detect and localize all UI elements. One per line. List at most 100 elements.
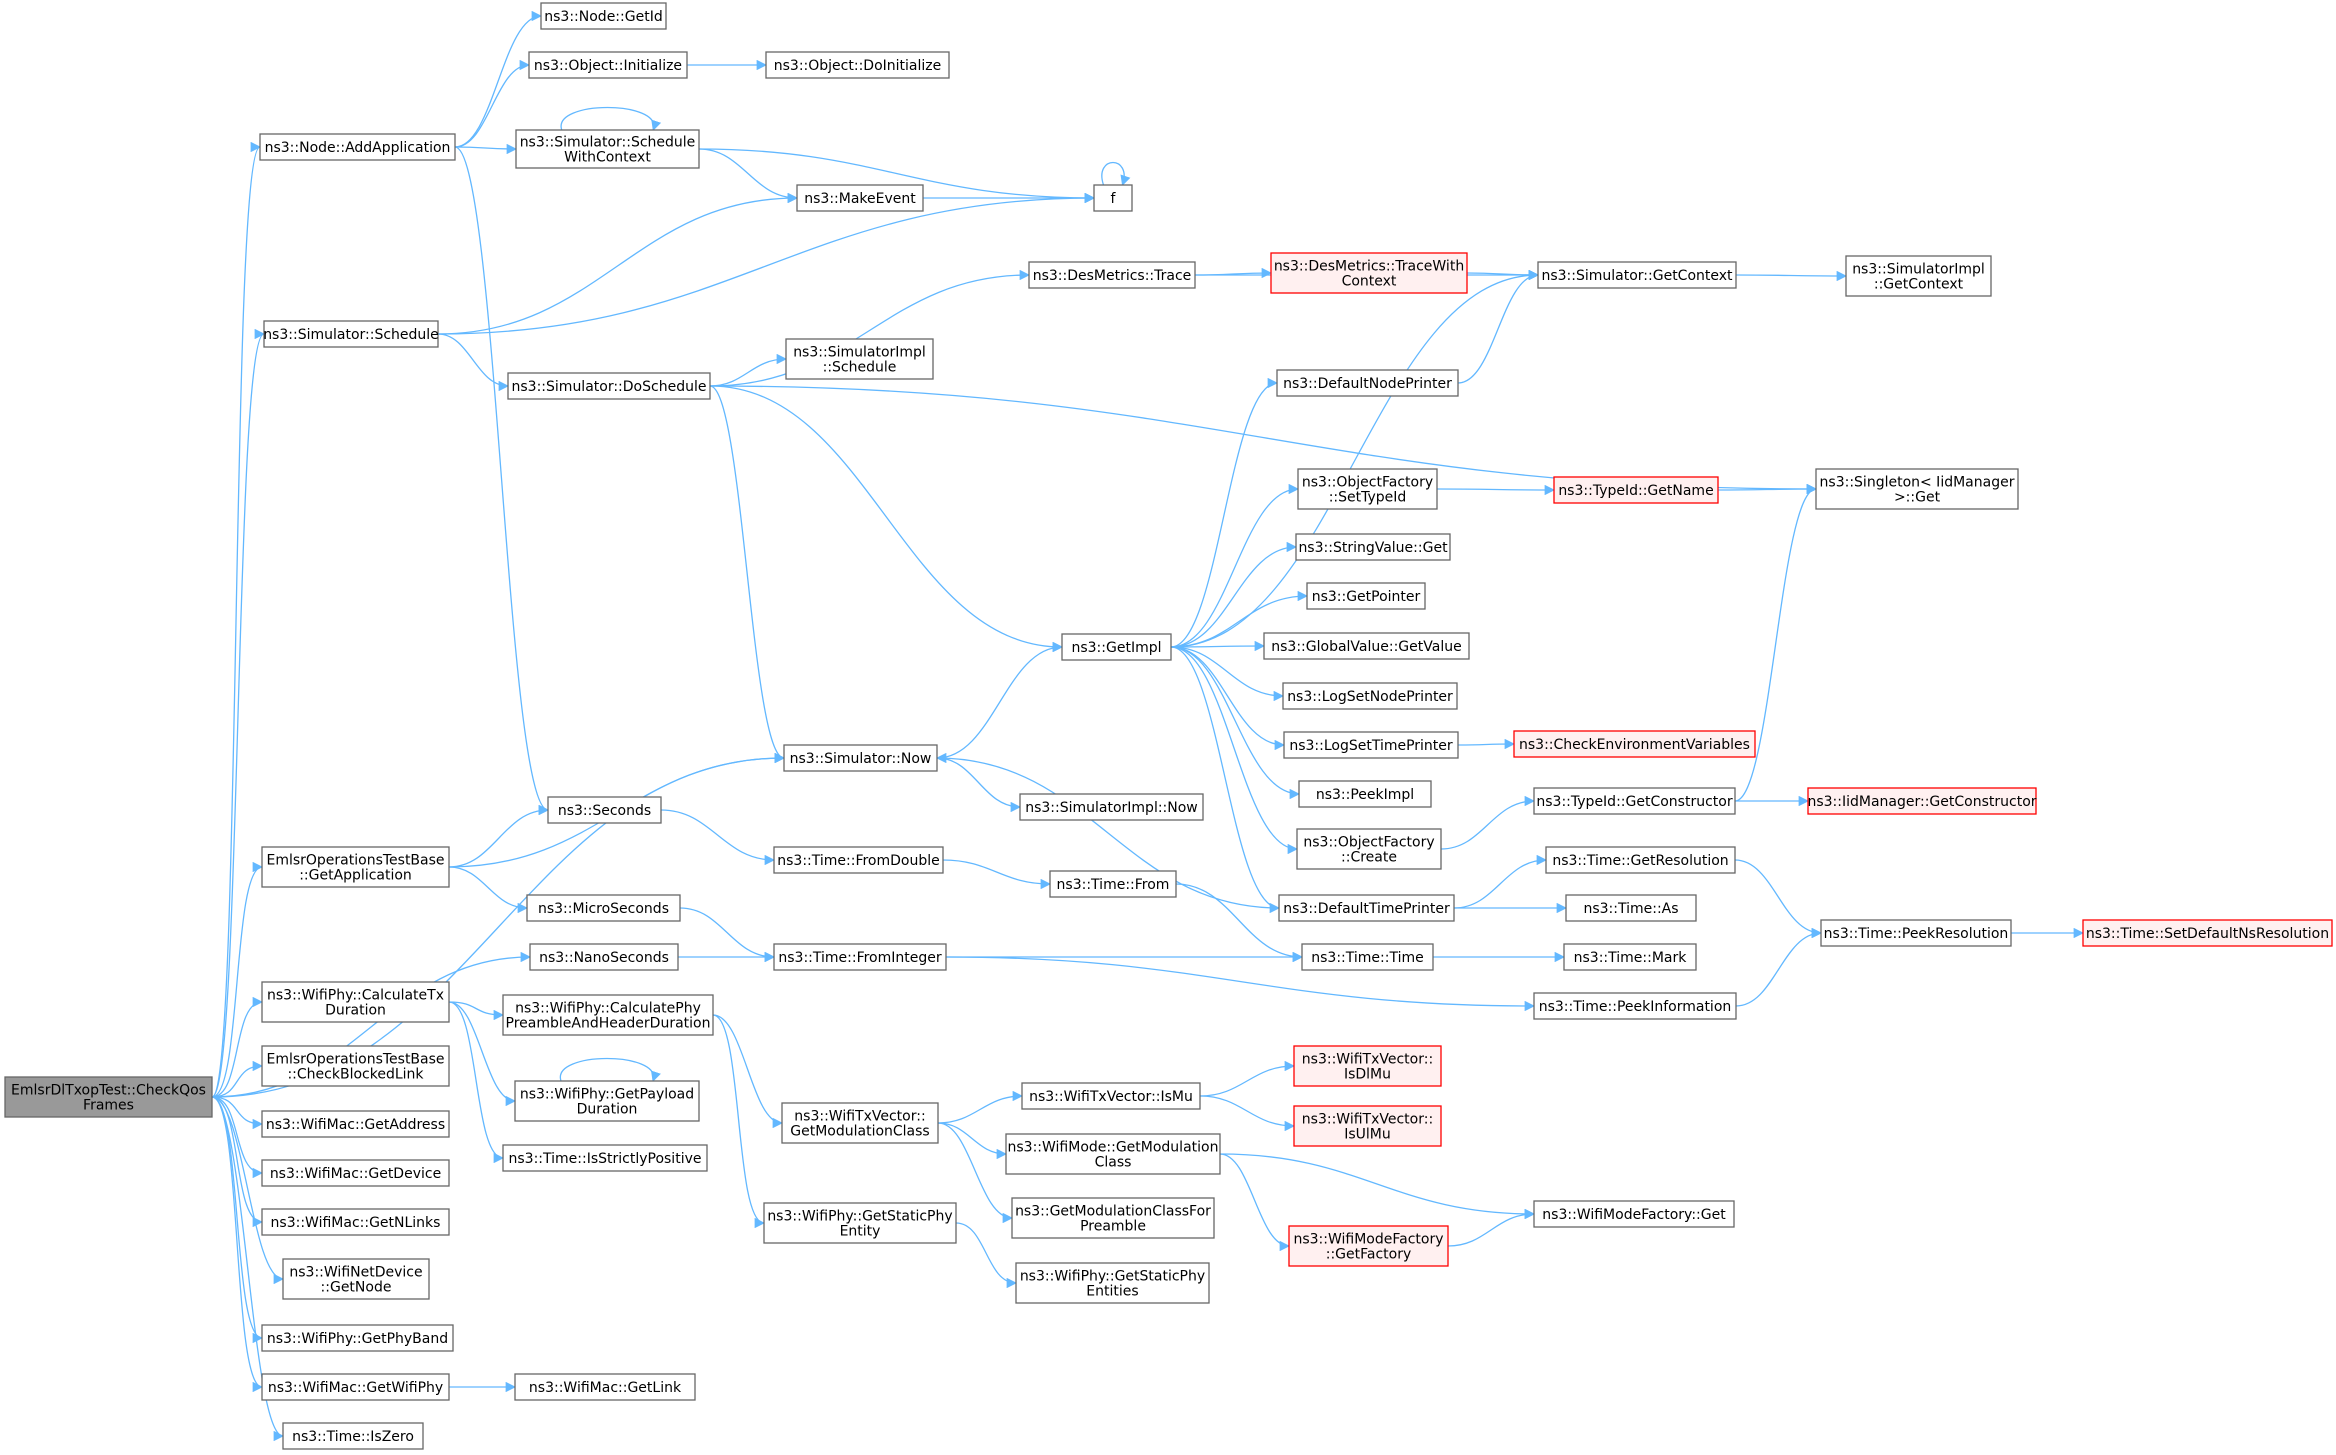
node-netdevgetnode[interactable]: ns3::WifiNetDevice::GetNode: [282, 1258, 430, 1300]
node-getmodclass-box[interactable]: [781, 1102, 939, 1144]
node-timegetres-box[interactable]: [1545, 846, 1736, 874]
node-schedwc-box[interactable]: [515, 129, 700, 169]
node-objdoinit[interactable]: ns3::Object::DoInitialize: [765, 51, 950, 79]
node-defnodeprinter-box[interactable]: [1276, 369, 1459, 397]
node-isdlmu[interactable]: ns3::WifiTxVector::IsDlMu: [1293, 1045, 1442, 1087]
node-nanoseconds[interactable]: ns3::NanoSeconds: [529, 943, 679, 971]
node-dosched-box[interactable]: [507, 372, 711, 400]
node-f[interactable]: f: [1093, 184, 1133, 212]
node-timetime-box[interactable]: [1301, 943, 1434, 971]
node-isdlmu-box[interactable]: [1293, 1045, 1442, 1087]
node-emlsrgetapp[interactable]: EmlsrOperationsTestBase::GetApplication: [261, 846, 450, 888]
node-getpayload-box[interactable]: [514, 1080, 700, 1122]
node-getnlinks[interactable]: ns3::WifiMac::GetNLinks: [261, 1208, 450, 1236]
node-getid-box[interactable]: [540, 2, 667, 30]
node-getimpl-box[interactable]: [1061, 633, 1172, 661]
node-objfactcreate-box[interactable]: [1296, 828, 1442, 870]
node-iidgetctor-box[interactable]: [1807, 787, 2037, 815]
node-checkblocked-box[interactable]: [261, 1045, 450, 1087]
node-defnodeprinter[interactable]: ns3::DefaultNodePrinter: [1276, 369, 1459, 397]
node-getdevice[interactable]: ns3::WifiMac::GetDevice: [261, 1159, 450, 1187]
node-singleton[interactable]: ns3::Singleton< IidManager>::Get: [1815, 468, 2019, 510]
node-timefrom-box[interactable]: [1049, 870, 1177, 898]
node-destrace[interactable]: ns3::DesMetrics::Trace: [1028, 261, 1196, 289]
node-objfactcreate[interactable]: ns3::ObjectFactory::Create: [1296, 828, 1442, 870]
node-getpointer[interactable]: ns3::GetPointer: [1306, 582, 1426, 610]
node-timefromdouble-box[interactable]: [773, 846, 944, 874]
node-calctxdur-box[interactable]: [261, 981, 450, 1023]
node-logsettime[interactable]: ns3::LogSetTimePrinter: [1283, 731, 1459, 759]
node-checkblocked[interactable]: EmlsrOperationsTestBase::CheckBlockedLin…: [261, 1045, 450, 1087]
node-getphyband[interactable]: ns3::WifiPhy::GetPhyBand: [261, 1324, 454, 1352]
node-objfactsettid-box[interactable]: [1297, 468, 1438, 510]
node-simgetctx-box[interactable]: [1537, 261, 1737, 289]
node-modefactget[interactable]: ns3::WifiModeFactory::Get: [1533, 1200, 1735, 1228]
node-timeas[interactable]: ns3::Time::As: [1565, 894, 1697, 922]
node-modefactget-box[interactable]: [1533, 1200, 1735, 1228]
node-setdefns[interactable]: ns3::Time::SetDefaultNsResolution: [2082, 919, 2333, 947]
node-isstrictpos[interactable]: ns3::Time::IsStrictlyPositive: [502, 1144, 708, 1172]
node-root-box[interactable]: [4, 1076, 213, 1118]
node-simimplnow[interactable]: ns3::SimulatorImpl::Now: [1019, 793, 1204, 821]
node-getphyband-box[interactable]: [261, 1324, 454, 1352]
node-singleton-box[interactable]: [1815, 468, 2019, 510]
node-calcpreamble-box[interactable]: [502, 994, 714, 1036]
node-nanoseconds-box[interactable]: [529, 943, 679, 971]
node-ismu-box[interactable]: [1021, 1082, 1201, 1110]
node-timemark[interactable]: ns3::Time::Mark: [1563, 943, 1697, 971]
node-deftimeprinter[interactable]: ns3::DefaultTimePrinter: [1278, 894, 1455, 922]
node-simnow[interactable]: ns3::Simulator::Now: [783, 744, 938, 772]
node-getwifiphy-box[interactable]: [261, 1373, 450, 1401]
node-destrace-box[interactable]: [1028, 261, 1196, 289]
node-destracewc-box[interactable]: [1270, 252, 1468, 294]
node-timegetres[interactable]: ns3::Time::GetResolution: [1545, 846, 1736, 874]
node-globvalget[interactable]: ns3::GlobalValue::GetValue: [1263, 632, 1470, 660]
node-checkenv[interactable]: ns3::CheckEnvironmentVariables: [1513, 730, 1756, 758]
node-simsched-box[interactable]: [263, 320, 439, 348]
node-getnlinks-box[interactable]: [261, 1208, 450, 1236]
node-logsettime-box[interactable]: [1283, 731, 1459, 759]
node-simimplgetctx[interactable]: ns3::SimulatorImpl::GetContext: [1845, 255, 1992, 297]
node-getmodclass[interactable]: ns3::WifiTxVector::GetModulationClass: [781, 1102, 939, 1144]
node-isulmu[interactable]: ns3::WifiTxVector::IsUlMu: [1293, 1105, 1442, 1147]
node-addapp-box[interactable]: [259, 133, 456, 161]
node-makeevent[interactable]: ns3::MakeEvent: [796, 184, 924, 212]
node-getstaticphy-box[interactable]: [763, 1202, 957, 1244]
node-objinit[interactable]: ns3::Object::Initialize: [528, 51, 688, 79]
node-makeevent-box[interactable]: [796, 184, 924, 212]
node-modegetmod-box[interactable]: [1005, 1133, 1221, 1175]
node-strvalget-box[interactable]: [1295, 533, 1451, 561]
node-addapp[interactable]: ns3::Node::AddApplication: [259, 133, 456, 161]
node-getfactory-box[interactable]: [1288, 1225, 1449, 1267]
node-tidgetctor[interactable]: ns3::TypeId::GetConstructor: [1533, 787, 1736, 815]
node-simsched[interactable]: ns3::Simulator::Schedule: [263, 320, 439, 348]
node-modegetmod[interactable]: ns3::WifiMode::GetModulationClass: [1005, 1133, 1221, 1175]
node-getfactory[interactable]: ns3::WifiModeFactory::GetFactory: [1288, 1225, 1449, 1267]
node-ismu[interactable]: ns3::WifiTxVector::IsMu: [1021, 1082, 1201, 1110]
node-getpointer-box[interactable]: [1306, 582, 1426, 610]
node-getaddr[interactable]: ns3::WifiMac::GetAddress: [261, 1110, 450, 1138]
node-getimpl[interactable]: ns3::GetImpl: [1061, 633, 1172, 661]
node-seconds-box[interactable]: [547, 796, 662, 824]
node-getmodpreamble-box[interactable]: [1011, 1197, 1215, 1239]
node-globvalget-box[interactable]: [1263, 632, 1470, 660]
node-calcpreamble[interactable]: ns3::WifiPhy::CalculatePhyPreambleAndHea…: [502, 994, 714, 1036]
node-timefromdouble[interactable]: ns3::Time::FromDouble: [773, 846, 944, 874]
node-timefrom[interactable]: ns3::Time::From: [1049, 870, 1177, 898]
node-logsetnode-box[interactable]: [1282, 682, 1458, 710]
node-getdevice-box[interactable]: [261, 1159, 450, 1187]
node-timetime[interactable]: ns3::Time::Time: [1301, 943, 1434, 971]
node-netdevgetnode-box[interactable]: [282, 1258, 430, 1300]
node-iszero[interactable]: ns3::Time::IsZero: [282, 1422, 424, 1450]
node-getaddr-box[interactable]: [261, 1110, 450, 1138]
node-getlink[interactable]: ns3::WifiMac::GetLink: [514, 1373, 696, 1401]
node-tidgetname-box[interactable]: [1553, 476, 1719, 504]
node-deftimeprinter-box[interactable]: [1278, 894, 1455, 922]
node-peekinfo[interactable]: ns3::Time::PeekInformation: [1533, 992, 1737, 1020]
node-microseconds-box[interactable]: [526, 894, 681, 922]
